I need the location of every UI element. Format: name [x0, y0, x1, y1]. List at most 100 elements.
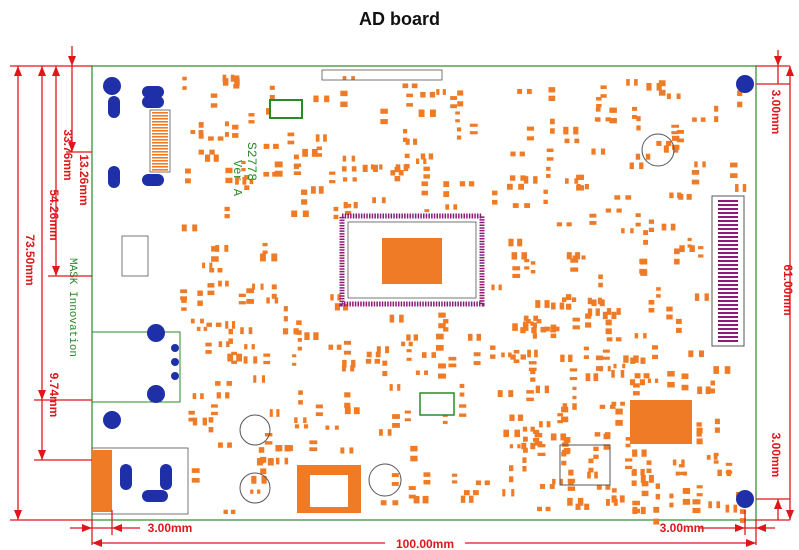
smd-component [232, 124, 239, 138]
smd-pad [181, 307, 187, 311]
smd-component [528, 361, 537, 371]
smd-pad [342, 177, 348, 182]
vga-screw-bottom [147, 385, 165, 403]
top-connector [321, 69, 443, 81]
smd-pad [443, 181, 450, 188]
smd-pad [667, 381, 675, 388]
dim-9: 9.74mm [47, 373, 61, 418]
smd-component [643, 230, 649, 245]
smd-component [260, 456, 267, 475]
smd-pad [337, 294, 341, 301]
smd-pad [572, 325, 580, 330]
smd-component [251, 475, 267, 484]
smd-pad [630, 228, 634, 234]
smd-component [688, 350, 704, 358]
smd-pad [698, 246, 704, 250]
smd-component [739, 509, 746, 523]
smd-pad [438, 373, 446, 379]
smd-pad [342, 155, 347, 162]
smd-pad [244, 344, 248, 350]
smd-pad [611, 488, 617, 493]
smd-pad [640, 468, 645, 476]
smd-pad [620, 401, 625, 406]
smd-pad [602, 311, 608, 320]
smd-pad [609, 118, 617, 124]
smd-pad [404, 418, 411, 422]
smd-component [263, 353, 271, 365]
smd-pad [341, 365, 346, 372]
smd-component [537, 506, 551, 512]
smd-pad [251, 475, 257, 484]
smd-pad [267, 458, 274, 466]
smd-component [240, 327, 253, 335]
smd-component [671, 124, 680, 135]
smd-pad [410, 455, 418, 462]
smd-pad [283, 316, 288, 322]
smd-component [540, 484, 555, 489]
smd-pad [523, 315, 529, 321]
smd-pad [456, 127, 462, 132]
smd-pad [676, 327, 682, 333]
smd-pad [315, 412, 323, 417]
fpc-pin [718, 300, 738, 302]
smd-pad [345, 210, 352, 215]
smd-pad [501, 352, 505, 358]
smd-component [606, 337, 622, 342]
smd-pad [575, 252, 581, 260]
smd-pad [526, 397, 534, 402]
smd-pad [345, 203, 352, 208]
smd-pad [544, 385, 550, 394]
smd-pad [401, 341, 406, 347]
smd-pad [623, 355, 629, 363]
smd-component [206, 322, 222, 327]
smd-pad [512, 203, 519, 208]
smd-pad [313, 95, 319, 103]
smd-pad [442, 89, 446, 95]
smd-pad [343, 303, 349, 311]
smd-pad [311, 148, 318, 157]
smd-component [599, 365, 611, 372]
dim-width-total: 100.00mm [396, 537, 454, 550]
fpc-pin [718, 224, 738, 226]
smd-pad [631, 106, 638, 111]
smd-component [596, 97, 602, 108]
smd-component [550, 324, 557, 339]
smd-pad [241, 168, 246, 172]
smd-pad [225, 167, 233, 174]
smd-component [537, 444, 546, 457]
smd-pad [669, 192, 674, 199]
smd-component [475, 480, 490, 486]
smd-pad [362, 164, 368, 172]
smd-component [635, 213, 641, 227]
smd-pad [632, 383, 640, 388]
smd-component [185, 168, 191, 184]
smd-component [623, 355, 639, 363]
smd-pad [318, 186, 324, 194]
smd-pad [635, 222, 641, 227]
smd-pad [544, 300, 550, 308]
smd-component [248, 113, 255, 124]
smd-component [238, 293, 246, 305]
smd-component [629, 379, 646, 386]
smd-component [283, 306, 288, 322]
smd-pad [381, 197, 386, 204]
smd-pad [460, 495, 466, 503]
smd-pad [603, 444, 611, 450]
smd-pad [328, 344, 334, 350]
smd-component [205, 342, 212, 354]
smd-component [225, 321, 236, 329]
smd-pad [316, 146, 322, 151]
smd-pad [181, 224, 187, 232]
side-pin [152, 163, 168, 165]
smd-component [455, 111, 460, 123]
board-model-silk: S2778 [244, 142, 259, 181]
slot-4 [108, 96, 120, 118]
smd-component [253, 375, 266, 383]
smd-pad [535, 300, 541, 308]
smd-pad [218, 442, 223, 448]
smd-pad [605, 484, 611, 490]
smd-pad [512, 266, 521, 271]
smd-component [694, 293, 709, 301]
smd-pad [710, 388, 716, 394]
smd-pad [263, 353, 271, 357]
